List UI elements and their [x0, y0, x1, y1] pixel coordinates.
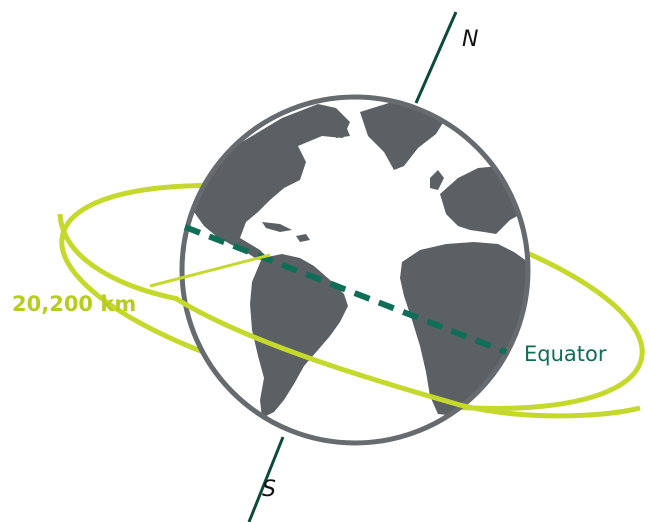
- orbit-ring-front: [173, 295, 641, 419]
- axis-line-north: [414, 11, 458, 104]
- globe: [179, 94, 531, 446]
- globe-outline: [179, 94, 531, 446]
- caribbean-islands-landmass: [262, 222, 310, 242]
- south-label: S: [262, 477, 276, 502]
- distance-leader-line: [149, 253, 271, 288]
- distance-label: 20,200 km: [12, 292, 136, 316]
- arctic-islands-landmass: [300, 116, 350, 138]
- north-america-landmass: [186, 104, 350, 260]
- north-label: N: [462, 27, 478, 52]
- equator-line: [183, 224, 508, 355]
- orbit-ring-front-left: [57, 213, 179, 302]
- greenland-landmass: [360, 102, 446, 170]
- axis-line-south: [247, 436, 285, 522]
- equator-label: Equator: [524, 342, 607, 366]
- british-isles-landmass: [430, 170, 444, 190]
- south-america-landmass: [250, 254, 348, 418]
